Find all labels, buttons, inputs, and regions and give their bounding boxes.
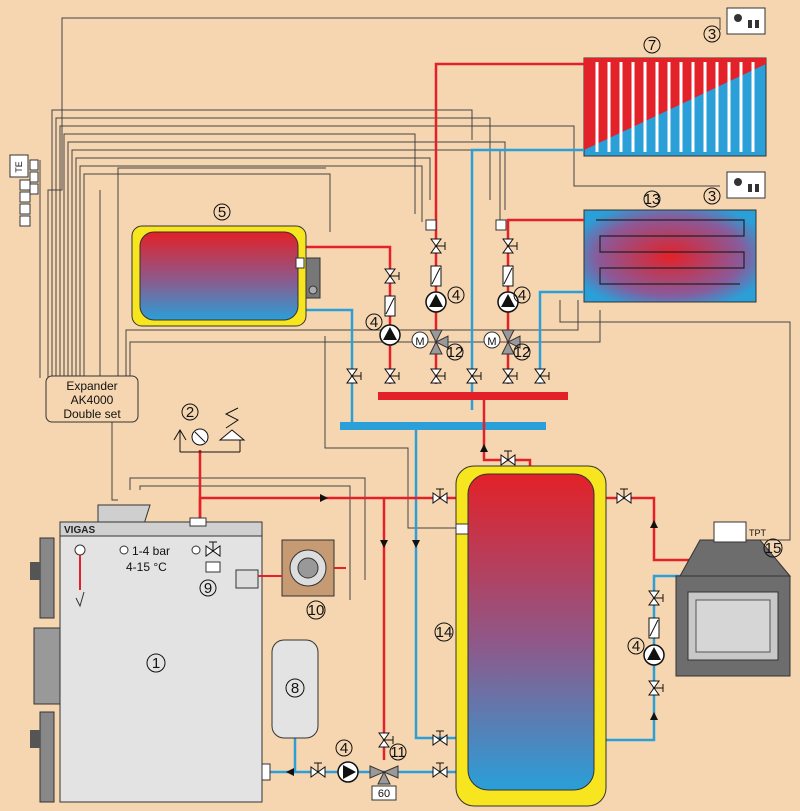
pump-num-4: 4	[632, 638, 640, 655]
boiler-pressure-range: 1-4 bar	[132, 544, 170, 558]
solar-collector: 7	[583, 36, 767, 157]
accumulation-tank: 14	[434, 465, 607, 807]
boiler-brand: VIGAS	[64, 525, 95, 536]
te-sensor-strip: TE	[9, 154, 39, 227]
pump-num-5: 4	[340, 740, 348, 757]
fireplace: TPT 15	[675, 521, 792, 677]
motor-mixing-valves: M 12 M 12	[411, 329, 531, 361]
motor-valve-num-1: 12	[447, 344, 464, 361]
tpt-label: TPT	[749, 528, 767, 538]
pump-num-3: 4	[518, 287, 526, 304]
expander-line3: Double set	[63, 407, 121, 421]
burner-num: 10	[308, 602, 325, 619]
valves	[310, 219, 664, 778]
fireplace-num: 15	[765, 540, 782, 557]
cooling-valve-num: 9	[204, 580, 212, 597]
room-unit-middle-num: 3	[708, 188, 716, 205]
expansion-vessel-num: 8	[291, 680, 299, 697]
pump-num-2: 4	[452, 287, 460, 304]
pressure-gauge-num: 2	[186, 404, 194, 421]
room-unit-top-num: 3	[708, 26, 716, 43]
pumps: 4 4 4 4 4	[335, 286, 665, 783]
accumulation-tank-num: 14	[436, 624, 453, 641]
te-label: TE	[14, 161, 24, 173]
floor-heating-num: 13	[644, 191, 661, 208]
expander-line1: Expander	[66, 379, 117, 393]
pressure-gauge: 2	[173, 403, 246, 453]
room-unit-top: 3	[703, 7, 766, 43]
expander-line2: AK4000	[71, 393, 114, 407]
solar-collector-num: 7	[648, 37, 656, 54]
expander-box: Expander AK4000 Double set	[45, 375, 139, 423]
dhw-tank: 5	[131, 203, 321, 327]
mixing-valve-temp: 60	[378, 788, 390, 800]
burner: 10	[235, 539, 346, 620]
boiler-temp-range: 4-15 °C	[126, 560, 167, 574]
thermo-mixing-valve: 60 11	[369, 743, 407, 801]
dhw-tank-num: 5	[218, 204, 226, 221]
floor-heating-panel: 13	[583, 190, 757, 303]
motor-valve-num-2: 12	[514, 344, 531, 361]
boiler: VIGAS 1-4 bar 4-15 °C 9 1	[30, 504, 271, 803]
pipes	[150, 62, 690, 774]
room-unit-middle: 3	[703, 171, 766, 205]
expansion-vessel: 8	[271, 639, 319, 739]
flow-arrows	[286, 444, 658, 776]
mixing-valve-num: 11	[390, 744, 406, 761]
control-wiring	[39, 17, 791, 600]
motor-symbol-2: M	[487, 336, 496, 348]
pump-num-1: 4	[370, 314, 378, 331]
motor-symbol-1: M	[415, 336, 424, 348]
boiler-num: 1	[152, 655, 160, 672]
